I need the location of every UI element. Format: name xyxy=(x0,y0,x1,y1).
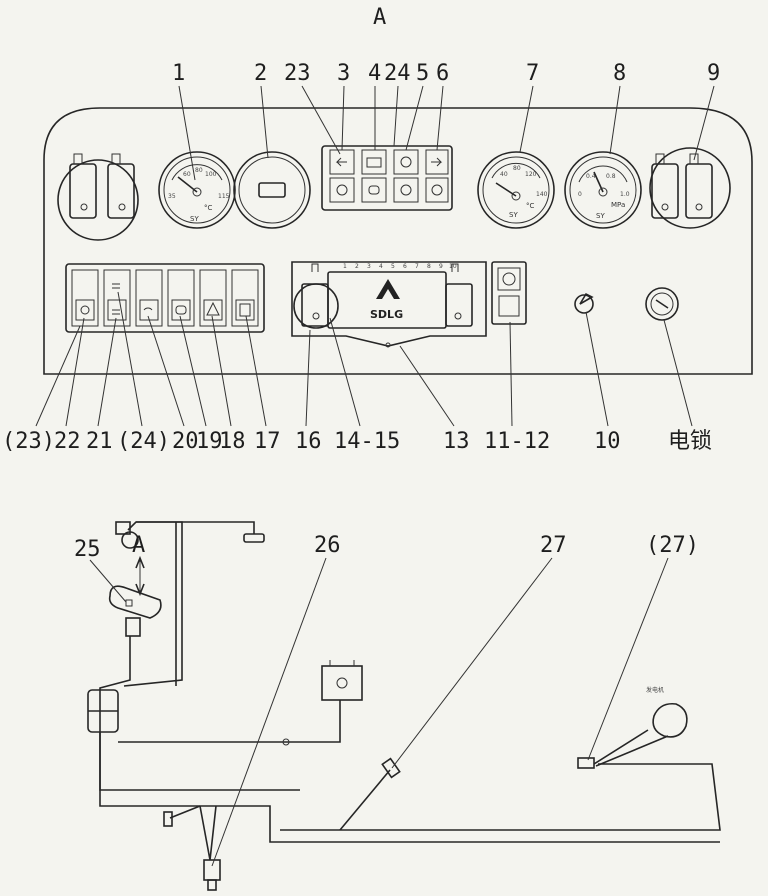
water-unit: °C xyxy=(204,204,213,212)
callout-6: 6 xyxy=(436,61,449,86)
hour-meter-gauge xyxy=(233,151,311,229)
oil-brand: SY xyxy=(509,211,518,219)
pressure-gauge: 0 0.4 0.8 1.0 MPa SY xyxy=(564,151,642,229)
svg-text:3: 3 xyxy=(367,263,371,270)
oil-temp-gauge: 40 80 120 140 °C SY xyxy=(477,151,555,229)
water-tick-80: 80 xyxy=(195,167,203,174)
top-callouts: 1 2 23 3 4 24 5 6 7 8 9 xyxy=(172,61,720,86)
svg-text:10: 10 xyxy=(449,263,457,270)
pressure-tick-04: 0.4 xyxy=(586,173,596,180)
wiring-harness: 发电机 xyxy=(87,521,721,891)
callout-20: 20 xyxy=(172,429,199,454)
callout-1: 1 xyxy=(172,61,185,86)
water-brand: SY xyxy=(190,215,199,223)
bottom-callouts: (23) 22 21 (24) 20 19 18 17 16 14-15 13 … xyxy=(2,429,712,454)
callout-11-12: 11-12 xyxy=(484,429,550,454)
callout-27-ref: (27) xyxy=(646,533,699,558)
monitor-display: SDLG 1 2 3 4 5 6 7 8 9 10 xyxy=(291,261,487,348)
callout-19: 19 xyxy=(196,429,223,454)
callout-14-15: 14-15 xyxy=(334,429,400,454)
water-tick-115: 115 xyxy=(218,193,230,200)
svg-text:6: 6 xyxy=(403,263,407,270)
svg-text:2: 2 xyxy=(355,263,359,270)
pressure-brand: SY xyxy=(596,212,605,220)
svg-text:4: 4 xyxy=(379,263,383,270)
callout-ignition-lock: 电锁 xyxy=(668,429,712,454)
svg-text:9: 9 xyxy=(439,263,443,270)
water-tick-100: 100 xyxy=(205,171,217,178)
ignition-lock xyxy=(645,287,679,321)
callout-8: 8 xyxy=(613,61,626,86)
dashboard-panel-outline xyxy=(43,107,753,375)
callout-23-ref: (23) xyxy=(2,429,55,454)
monitor-scale: 1 2 3 4 5 6 7 8 9 10 xyxy=(343,263,457,270)
callout-4: 4 xyxy=(368,61,381,86)
pressure-tick-08: 0.8 xyxy=(606,173,616,180)
callout-22: 22 xyxy=(54,429,81,454)
harness-callouts: 25 A 26 27 (27) xyxy=(74,533,699,562)
harness-leader-lines xyxy=(89,557,669,867)
water-tick-60: 60 xyxy=(183,171,191,178)
callout-17: 17 xyxy=(254,429,281,454)
generator-tag: 发电机 xyxy=(646,686,664,694)
svg-text:7: 7 xyxy=(415,263,419,270)
rotary-switch-11-12 xyxy=(491,261,527,325)
indicator-lamp-block xyxy=(321,145,453,211)
callout-23: 23 xyxy=(284,61,311,86)
oil-tick-140: 140 xyxy=(536,191,548,198)
callout-18: 18 xyxy=(219,429,246,454)
oil-tick-80: 80 xyxy=(513,165,521,172)
callout-24: 24 xyxy=(384,61,411,86)
pressure-unit: MPa xyxy=(611,201,625,209)
callout-16: 16 xyxy=(295,429,322,454)
svg-text:8: 8 xyxy=(427,263,431,270)
svg-text:5: 5 xyxy=(391,263,395,270)
callout-21: 21 xyxy=(86,429,113,454)
oil-tick-120: 120 xyxy=(525,171,537,178)
callout-10: 10 xyxy=(594,429,621,454)
left-connector-pair xyxy=(57,153,139,241)
callout-13: 13 xyxy=(443,429,470,454)
part-27-connector xyxy=(381,757,401,779)
pressure-tick-0: 0 xyxy=(578,191,582,198)
callout-2: 2 xyxy=(254,61,267,86)
pressure-tick-10: 1.0 xyxy=(620,191,630,198)
battery-box xyxy=(321,665,363,701)
part-25-mount xyxy=(125,617,141,637)
callout-3: 3 xyxy=(337,61,350,86)
callout-7: 7 xyxy=(526,61,539,86)
monitor-brand: SDLG xyxy=(370,308,403,321)
water-temp-gauge: 60 80 100 35 115 °C SY xyxy=(158,151,236,229)
top-leader-lines xyxy=(178,85,715,181)
callout-27: 27 xyxy=(540,533,567,558)
right-connector-pair xyxy=(649,147,731,229)
part-25-body xyxy=(108,585,162,619)
callout-view-a: A xyxy=(132,533,145,558)
generator xyxy=(652,702,688,738)
callout-9: 9 xyxy=(707,61,720,86)
oil-unit: °C xyxy=(526,202,535,210)
callout-24-ref: (24) xyxy=(117,429,170,454)
arrow-a-head xyxy=(135,583,145,597)
water-tick-35: 35 xyxy=(168,193,176,200)
part-26-connector xyxy=(203,859,221,881)
callout-26: 26 xyxy=(314,533,341,558)
callout-5: 5 xyxy=(416,61,429,86)
oil-tick-40: 40 xyxy=(500,171,508,178)
bottom-leader-lines xyxy=(35,291,693,427)
callout-25: 25 xyxy=(74,537,101,562)
svg-text:1: 1 xyxy=(343,263,347,270)
part-27b-connector xyxy=(577,757,595,769)
sdlg-logo xyxy=(376,279,400,299)
toggle-switch-10 xyxy=(574,292,594,314)
view-label: A xyxy=(373,5,386,30)
rocker-switch-bank xyxy=(65,263,265,333)
